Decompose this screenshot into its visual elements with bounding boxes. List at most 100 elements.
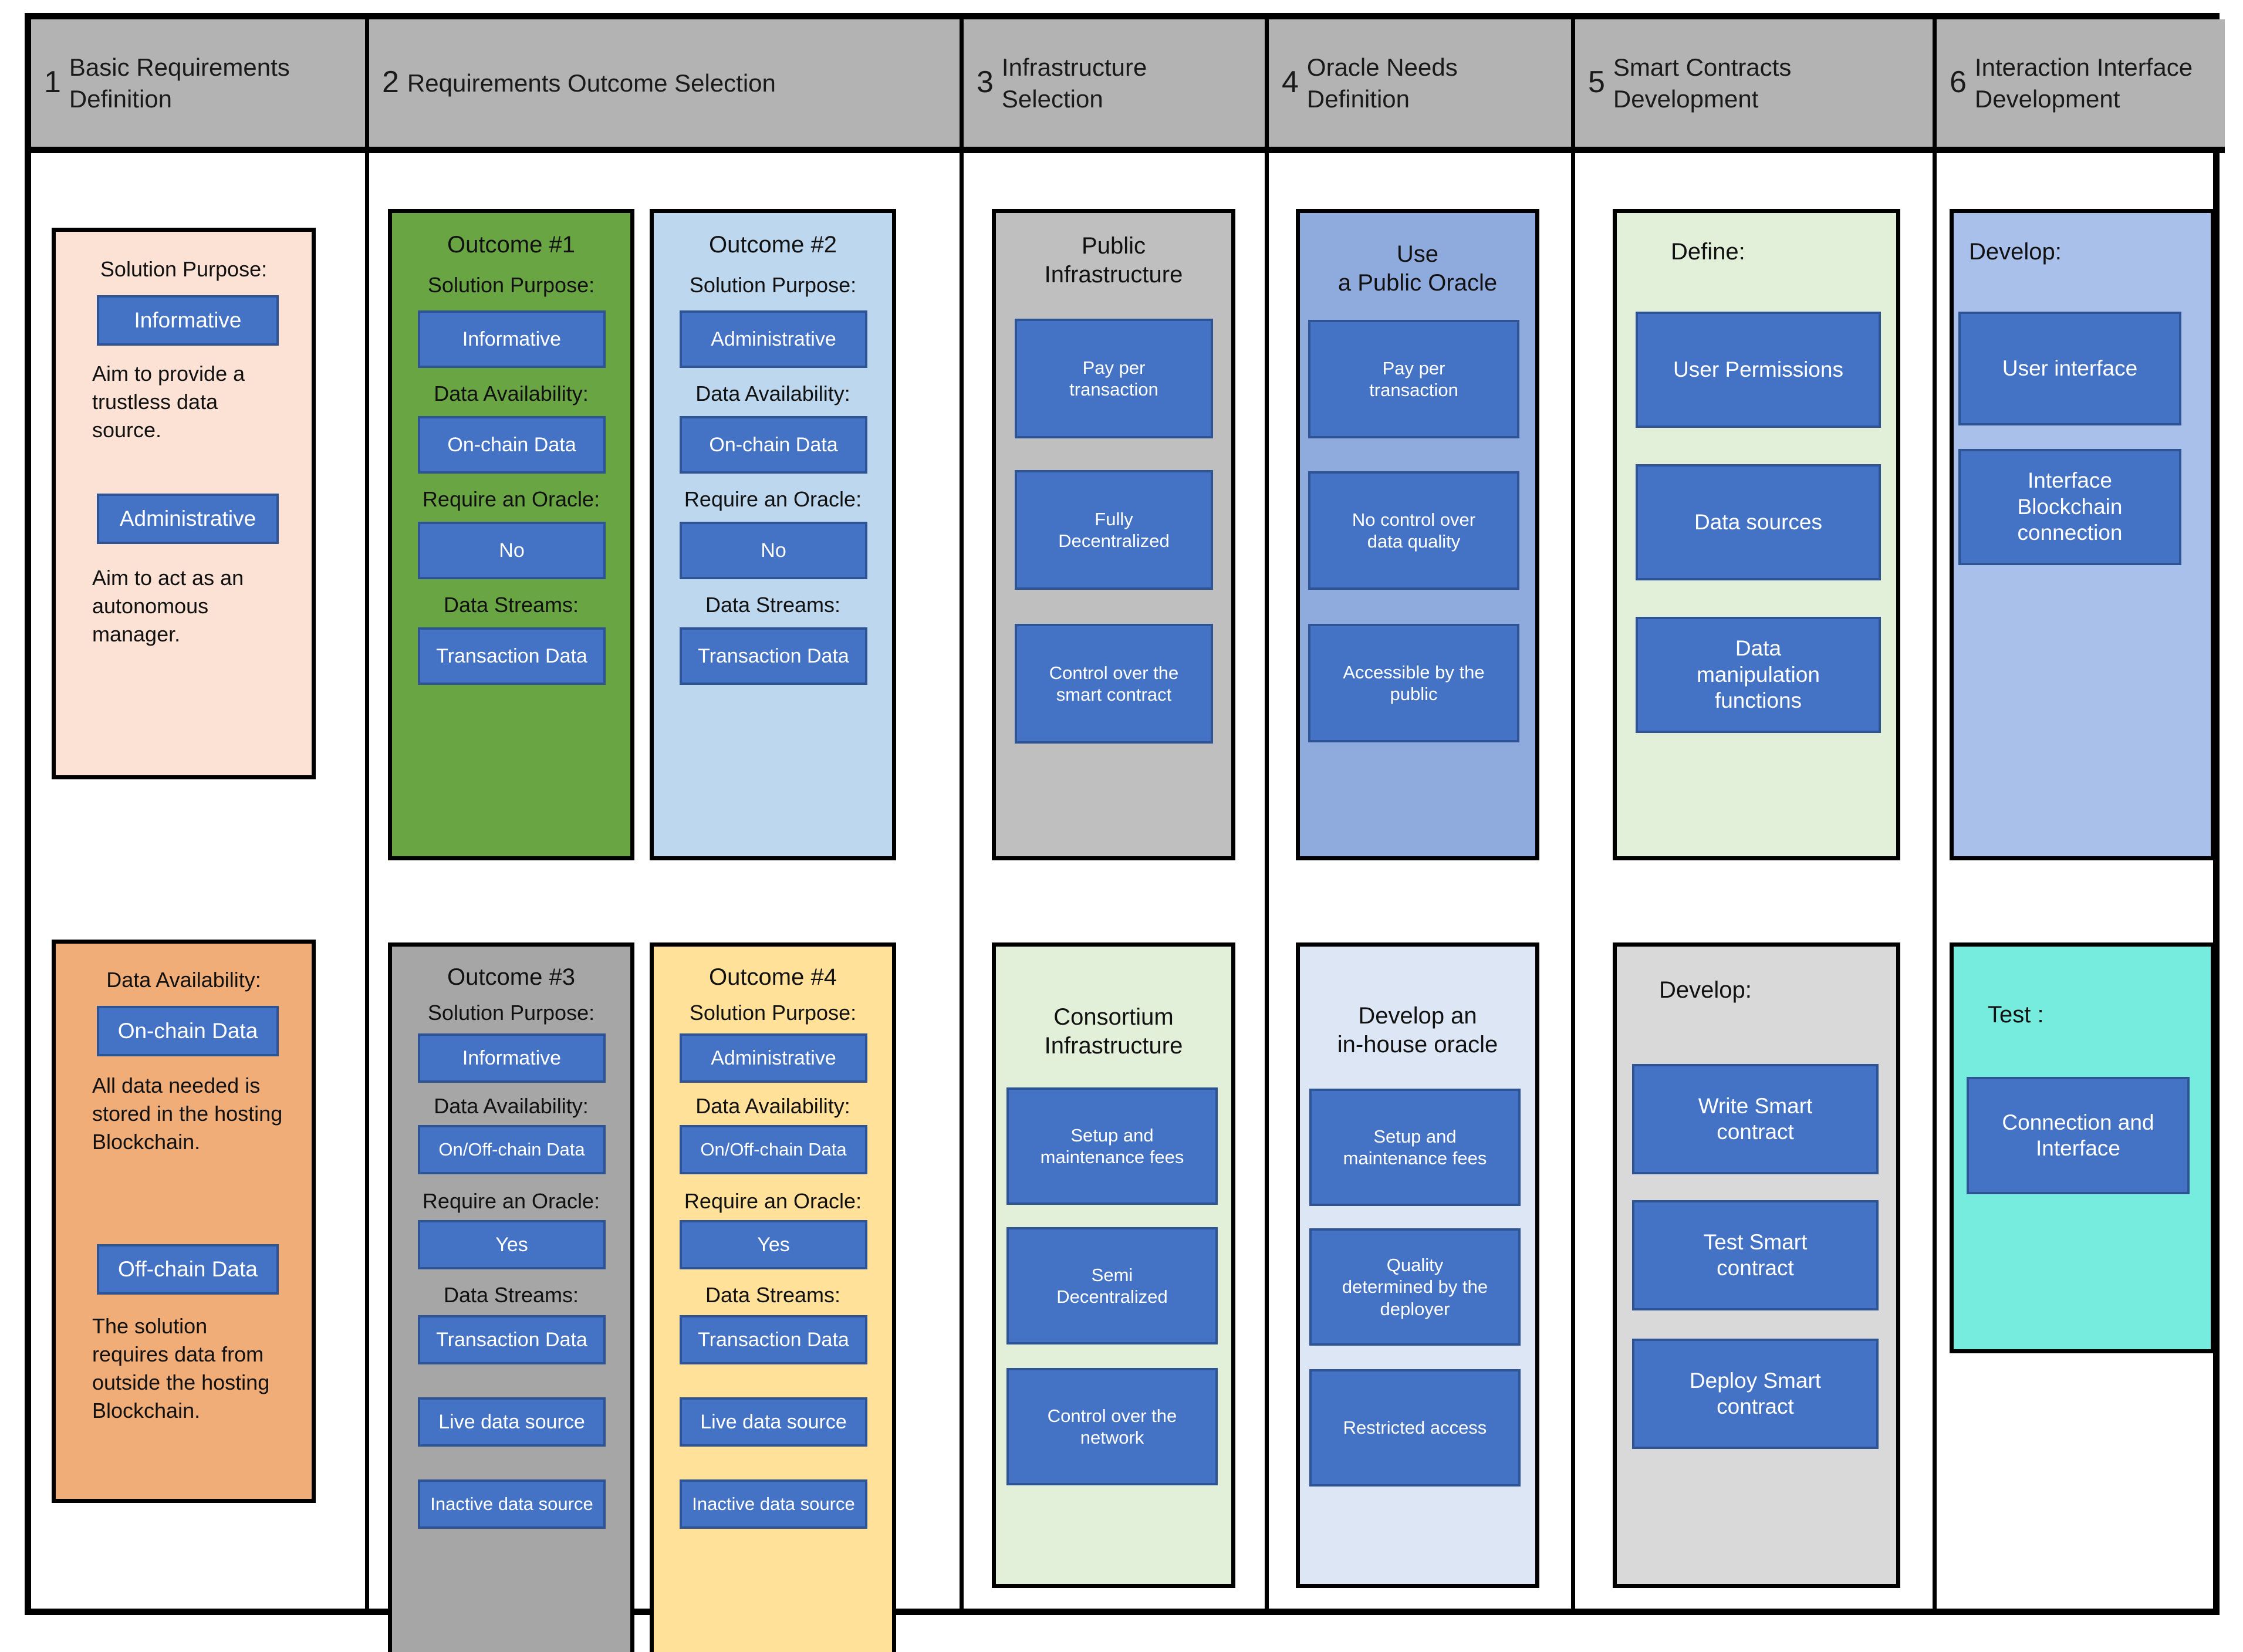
- chip-off-chain-data[interactable]: Off-chain Data: [97, 1244, 279, 1295]
- outcome-1-availability-value[interactable]: On-chain Data: [418, 416, 606, 474]
- card-develop-inhouse-oracle[interactable]: Develop an in-house oracle Setup and mai…: [1296, 942, 1539, 1588]
- lane-header-3: 3 Infrastructure Selection: [964, 19, 1265, 153]
- card-public-infrastructure[interactable]: Public Infrastructure Pay per transactio…: [992, 209, 1235, 860]
- outcome-4-label-purpose: Solution Purpose:: [689, 1000, 857, 1025]
- lane-title-6: Interaction Interface Development: [1974, 53, 2193, 113]
- chip-control-over-smart-contract[interactable]: Control over the smart contract: [1015, 624, 1213, 744]
- label-solution-purpose: Solution Purpose:: [100, 257, 268, 281]
- outcome-4-purpose-value[interactable]: Administrative: [680, 1033, 867, 1083]
- lane-smart-contracts-development: 5 Smart Contracts Development Define: Us…: [1575, 19, 1937, 1609]
- outcome-2-title: Outcome #2: [709, 232, 837, 258]
- lane-title-5: Smart Contracts Development: [1613, 53, 1792, 113]
- outcome-4-availability-value[interactable]: On/Off-chain Data: [680, 1125, 867, 1174]
- chip-oracle-pay-per-transaction[interactable]: Pay per transaction: [1308, 320, 1519, 438]
- outcome-3-oracle-value[interactable]: Yes: [418, 1220, 606, 1269]
- lane-number-1: 1: [44, 65, 61, 99]
- card-outcome-2[interactable]: Outcome #2 Solution Purpose: Administrat…: [650, 209, 896, 860]
- outcome-4-stream-1[interactable]: Transaction Data: [680, 1315, 867, 1364]
- outcome-1-label-availability: Data Availability:: [434, 381, 589, 406]
- card-use-public-oracle[interactable]: Use a Public Oracle Pay per transaction …: [1296, 209, 1539, 860]
- lane-infrastructure-selection: 3 Infrastructure Selection Public Infras…: [964, 19, 1269, 1609]
- card-outcome-4[interactable]: Outcome #4 Solution Purpose: Administrat…: [650, 942, 896, 1652]
- outcome-2-label-purpose: Solution Purpose:: [689, 272, 857, 297]
- chip-deploy-smart-contract[interactable]: Deploy Smart contract: [1632, 1339, 1879, 1449]
- outcome-3-stream-2[interactable]: Live data source: [418, 1397, 606, 1447]
- outcome-3-label-availability: Data Availability:: [434, 1094, 589, 1118]
- outcome-1-label-streams: Data Streams:: [443, 593, 579, 617]
- chip-data-manipulation-functions[interactable]: Data manipulation functions: [1636, 617, 1881, 733]
- card-test-interface[interactable]: Test : Connection and Interface: [1950, 942, 2215, 1353]
- card-data-availability[interactable]: Data Availability: On-chain Data All dat…: [52, 940, 316, 1503]
- outcome-4-oracle-value[interactable]: Yes: [680, 1220, 867, 1269]
- chip-informative[interactable]: Informative: [97, 295, 279, 346]
- lane-requirements-outcome-selection: 2 Requirements Outcome Selection Outcome…: [369, 19, 964, 1652]
- card-solution-purpose[interactable]: Solution Purpose: Informative Aim to pro…: [52, 228, 316, 779]
- use-public-oracle-title: Use a Public Oracle: [1337, 241, 1498, 296]
- card-develop-interface[interactable]: Develop: User interface Interface Blockc…: [1950, 209, 2215, 860]
- lane-basic-requirements-definition: 1 Basic Requirements Definition Solution…: [31, 19, 369, 1609]
- outcome-1-stream-1[interactable]: Transaction Data: [418, 627, 606, 685]
- chip-accessible-by-the-public[interactable]: Accessible by the public: [1308, 624, 1519, 742]
- chip-connection-and-interface[interactable]: Connection and Interface: [1967, 1077, 2190, 1194]
- card-develop-smart-contract[interactable]: Develop: Write Smart contract Test Smart…: [1613, 942, 1900, 1588]
- lane-body-6: Develop: User interface Interface Blockc…: [1937, 153, 2225, 1609]
- lane-number-3: 3: [977, 65, 994, 99]
- chip-inhouse-setup-maintenance-fees[interactable]: Setup and maintenance fees: [1309, 1089, 1521, 1206]
- lane-header-2: 2 Requirements Outcome Selection: [369, 19, 960, 153]
- desc-off-chain-data: The solution requires data from outside …: [92, 1314, 270, 1423]
- chip-test-smart-contract[interactable]: Test Smart contract: [1632, 1200, 1879, 1310]
- lane-interaction-interface-development: 6 Interaction Interface Development Deve…: [1937, 19, 2225, 1609]
- lane-header-4: 4 Oracle Needs Definition: [1269, 19, 1571, 153]
- outcome-1-label-purpose: Solution Purpose:: [427, 272, 595, 297]
- outcome-2-purpose-value[interactable]: Administrative: [680, 310, 867, 368]
- chip-write-smart-contract[interactable]: Write Smart contract: [1632, 1064, 1879, 1174]
- outcome-2-label-availability: Data Availability:: [695, 381, 850, 406]
- outcome-2-availability-value[interactable]: On-chain Data: [680, 416, 867, 474]
- develop-interface-title: Develop:: [1969, 239, 2062, 265]
- card-outcome-1[interactable]: Outcome #1 Solution Purpose: Informative…: [388, 209, 634, 860]
- outcome-4-title: Outcome #4: [709, 964, 837, 990]
- outcome-4-label-oracle: Require an Oracle:: [684, 1189, 862, 1213]
- lane-body-3: Public Infrastructure Pay per transactio…: [964, 153, 1265, 1609]
- lane-number-2: 2: [382, 65, 399, 99]
- outcome-3-availability-value[interactable]: On/Off-chain Data: [418, 1125, 606, 1174]
- outcome-2-oracle-value[interactable]: No: [680, 522, 867, 579]
- outcome-2-stream-1[interactable]: Transaction Data: [680, 627, 867, 685]
- chip-user-interface[interactable]: User interface: [1958, 312, 2181, 425]
- chip-control-over-network[interactable]: Control over the network: [1006, 1368, 1218, 1485]
- outcome-2-label-oracle: Require an Oracle:: [684, 487, 862, 511]
- outcome-3-stream-1[interactable]: Transaction Data: [418, 1315, 606, 1364]
- chip-pay-per-transaction[interactable]: Pay per transaction: [1015, 319, 1213, 438]
- chip-data-sources[interactable]: Data sources: [1636, 464, 1881, 580]
- outcome-1-title: Outcome #1: [447, 232, 575, 258]
- outcome-1-purpose-value[interactable]: Informative: [418, 310, 606, 368]
- chip-user-permissions[interactable]: User Permissions: [1636, 312, 1881, 428]
- outcome-1-oracle-value[interactable]: No: [418, 522, 606, 579]
- chip-interface-blockchain-connection[interactable]: Interface Blockchain connection: [1958, 449, 2181, 565]
- lane-number-5: 5: [1588, 65, 1605, 99]
- outcome-3-label-streams: Data Streams:: [443, 1283, 579, 1307]
- chip-on-chain-data[interactable]: On-chain Data: [97, 1006, 279, 1056]
- chip-quality-determined-by-deployer[interactable]: Quality determined by the deployer: [1309, 1228, 1521, 1346]
- test-title: Test :: [1988, 1002, 2044, 1028]
- chip-no-control-over-data-quality[interactable]: No control over data quality: [1308, 471, 1519, 590]
- lane-title-2: Requirements Outcome Selection: [407, 69, 776, 97]
- card-define-smart-contract[interactable]: Define: User Permissions Data sources Da…: [1613, 209, 1900, 860]
- chip-fully-decentralized[interactable]: Fully Decentralized: [1015, 470, 1213, 590]
- card-outcome-3[interactable]: Outcome #3 Solution Purpose: Informative…: [388, 942, 634, 1652]
- chip-semi-decentralized[interactable]: Semi Decentralized: [1006, 1227, 1218, 1344]
- outcome-3-purpose-value[interactable]: Informative: [418, 1033, 606, 1083]
- chip-setup-maintenance-fees[interactable]: Setup and maintenance fees: [1006, 1087, 1218, 1205]
- lane-header-5: 5 Smart Contracts Development: [1575, 19, 1933, 153]
- card-consortium-infrastructure[interactable]: Consortium Infrastructure Setup and main…: [992, 942, 1235, 1588]
- chip-restricted-access[interactable]: Restricted access: [1309, 1369, 1521, 1487]
- lane-header-1: 1 Basic Requirements Definition: [31, 19, 365, 153]
- public-infrastructure-title: Public Infrastructure: [1044, 233, 1183, 288]
- lane-title-4: Oracle Needs Definition: [1306, 53, 1458, 113]
- outcome-4-stream-3[interactable]: Inactive data source: [680, 1479, 867, 1529]
- outcome-4-stream-2[interactable]: Live data source: [680, 1397, 867, 1447]
- chip-administrative[interactable]: Administrative: [97, 494, 279, 544]
- outcome-3-stream-3[interactable]: Inactive data source: [418, 1479, 606, 1529]
- desc-administrative: Aim to act as an autonomous manager.: [92, 566, 244, 646]
